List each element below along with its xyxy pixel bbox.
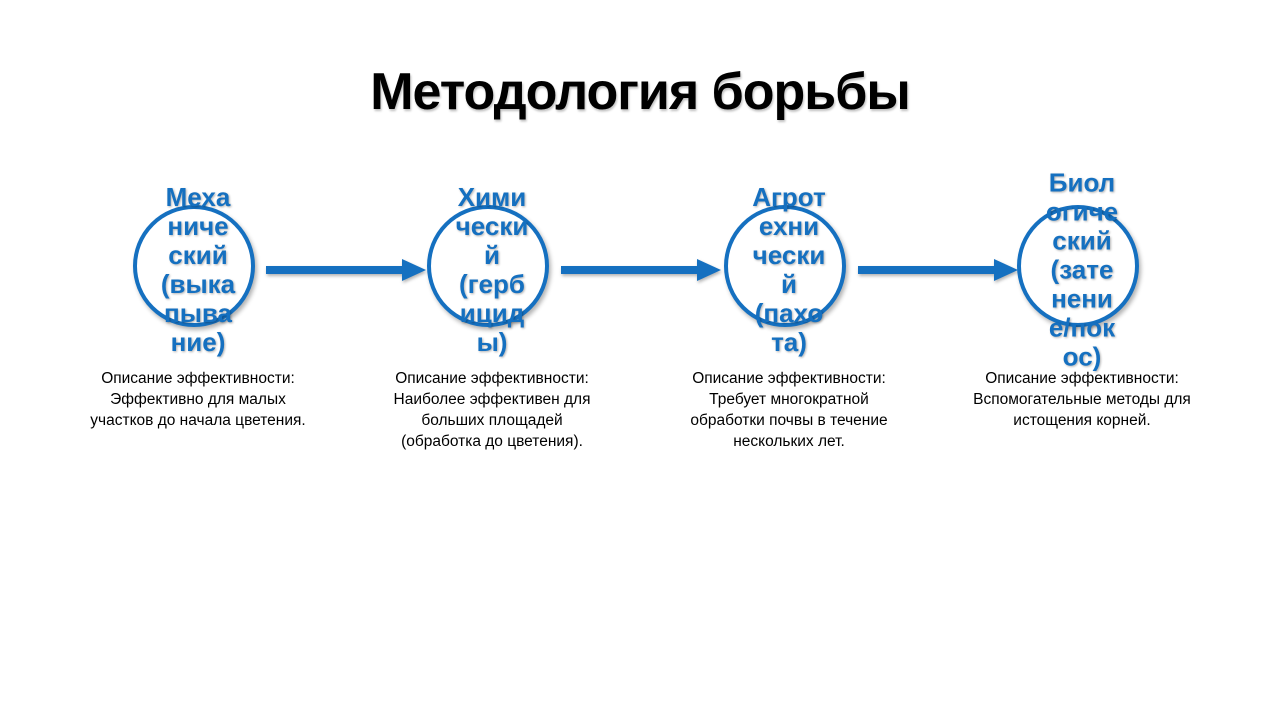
- method-circle: [427, 205, 549, 327]
- method-description: Описание эффективности:Эффективно для ма…: [90, 370, 306, 429]
- method-circle: [133, 205, 255, 327]
- arrow-right-icon: [561, 259, 721, 281]
- method-description: Описание эффективности:Вспомогательные м…: [973, 370, 1191, 429]
- arrow-right-icon: [266, 259, 426, 281]
- method-description: Описание эффективности:Наиболее эффектив…: [393, 370, 591, 450]
- method-description: Описание эффективности:Требует многократ…: [690, 370, 888, 450]
- method-circle: [1017, 205, 1139, 327]
- page-title: Методология борьбы: [370, 63, 911, 121]
- arrow-right-icon: [858, 259, 1018, 281]
- method-circle: [724, 205, 846, 327]
